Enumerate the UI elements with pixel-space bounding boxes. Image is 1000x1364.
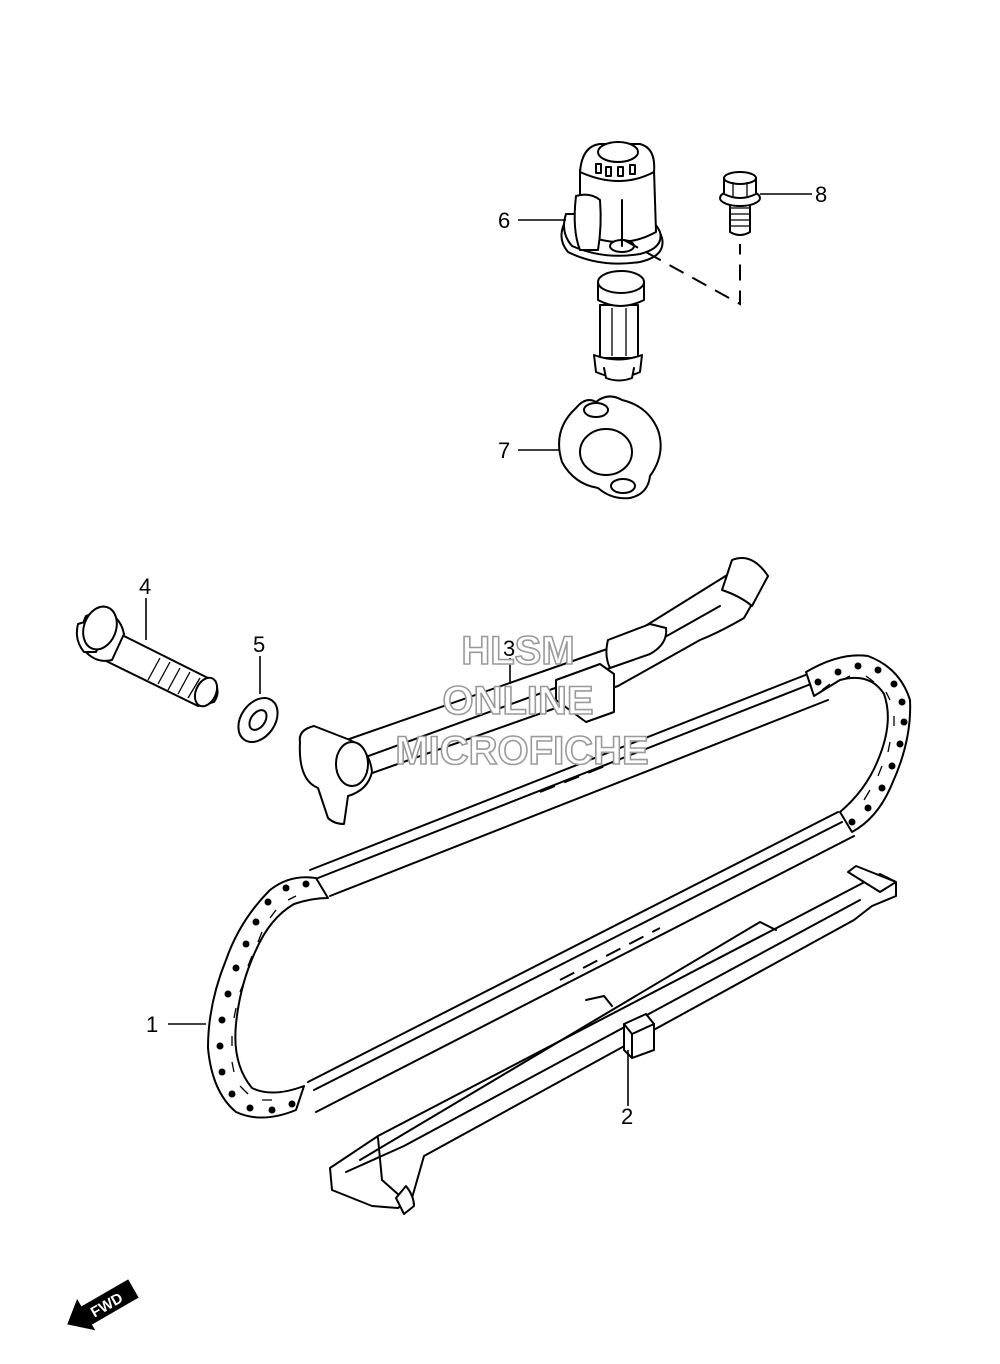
- leader-lines: [145, 193, 812, 1106]
- callout-4: 4: [139, 574, 151, 599]
- part-8-bolt[interactable]: [719, 171, 761, 236]
- part-3-tensioner-guide[interactable]: [298, 557, 769, 825]
- part-5-washer[interactable]: [230, 691, 285, 750]
- callout-7: 7: [498, 438, 510, 463]
- callout-5: 5: [253, 632, 265, 657]
- callout-6: 6: [498, 208, 510, 233]
- watermark-line-1: HLSM: [461, 629, 574, 673]
- watermark: HLSM ONLINE MICROFICHE: [395, 628, 650, 774]
- watermark-line-3: MICROFICHE: [395, 729, 648, 773]
- callout-1: 1: [146, 1012, 158, 1037]
- part-1-cam-chain[interactable]: [207, 654, 912, 1119]
- arrow-down-left-icon: [67, 1279, 139, 1331]
- callout-3: 3: [503, 636, 515, 661]
- callout-8: 8: [815, 182, 827, 207]
- part-2-chain-guide[interactable]: [329, 865, 897, 1215]
- fwd-direction-marker: FWD: [67, 1279, 139, 1331]
- assembly-line-6-8: [623, 239, 741, 306]
- watermark-line-2: ONLINE: [442, 679, 593, 723]
- part-6-chain-tensioner[interactable]: [560, 141, 664, 382]
- callout-2: 2: [621, 1104, 633, 1129]
- part-7-gasket[interactable]: [558, 395, 662, 500]
- part-4-pivot-bolt[interactable]: [75, 602, 222, 710]
